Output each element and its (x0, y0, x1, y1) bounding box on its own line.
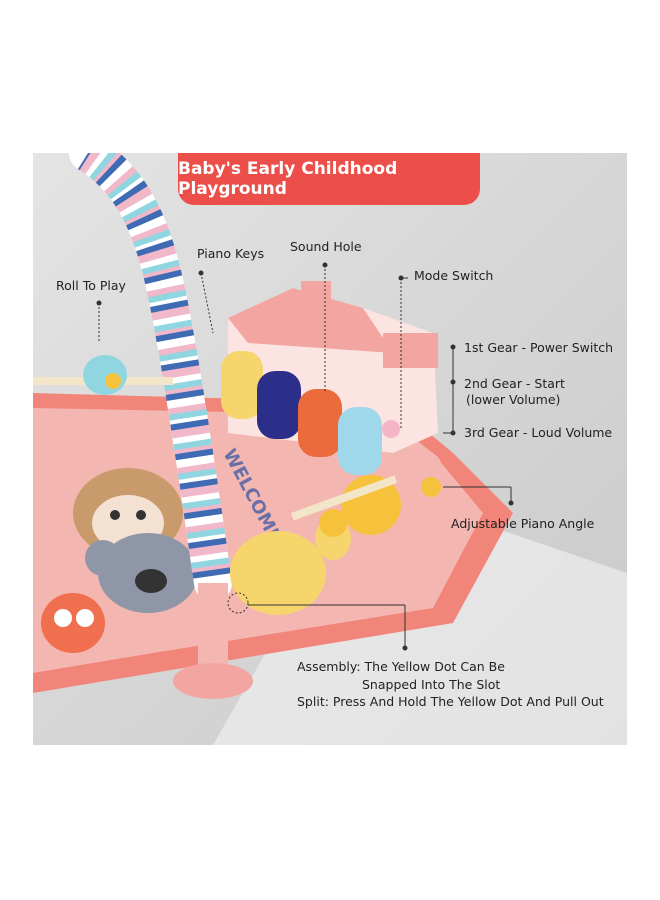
callout-lines (98, 265, 512, 648)
label-adjustable-angle: Adjustable Piano Angle (451, 516, 595, 531)
label-gear-2-line2: (lower Volume) (466, 392, 561, 407)
play-gym-illustration: WELCOME (33, 153, 627, 745)
label-gear-3: 3rd Gear - Loud Volume (464, 425, 613, 440)
label-gear-1: 1st Gear - Power Switch (464, 340, 614, 355)
owl-graphic (41, 593, 105, 653)
arch-foot (173, 663, 253, 699)
piano-keys (221, 351, 382, 475)
label-sound-hole: Sound Hole (290, 239, 362, 254)
arch-pole (198, 583, 228, 673)
label-roll-to-play: Roll To Play (56, 278, 126, 293)
page-title: Baby's Early Childhood Playground (178, 153, 480, 205)
label-mode-switch: Mode Switch (414, 268, 494, 283)
koala-graphic (85, 533, 198, 613)
roller-toy (83, 355, 127, 395)
yellow-duck-toy (230, 475, 401, 615)
product-photo: WELCOME (33, 153, 627, 745)
mode-switch-knob (382, 420, 400, 438)
label-piano-keys: Piano Keys (197, 246, 265, 261)
label-assembly-line2: Snapped Into The Slot (362, 677, 501, 692)
yellow-dot-marker (227, 592, 249, 614)
label-split: Split: Press And Hold The Yellow Dot And… (297, 694, 604, 709)
label-assembly-line1: Assembly: The Yellow Dot Can Be (297, 659, 505, 674)
label-gear-2-line1: 2nd Gear - Start (464, 376, 565, 391)
